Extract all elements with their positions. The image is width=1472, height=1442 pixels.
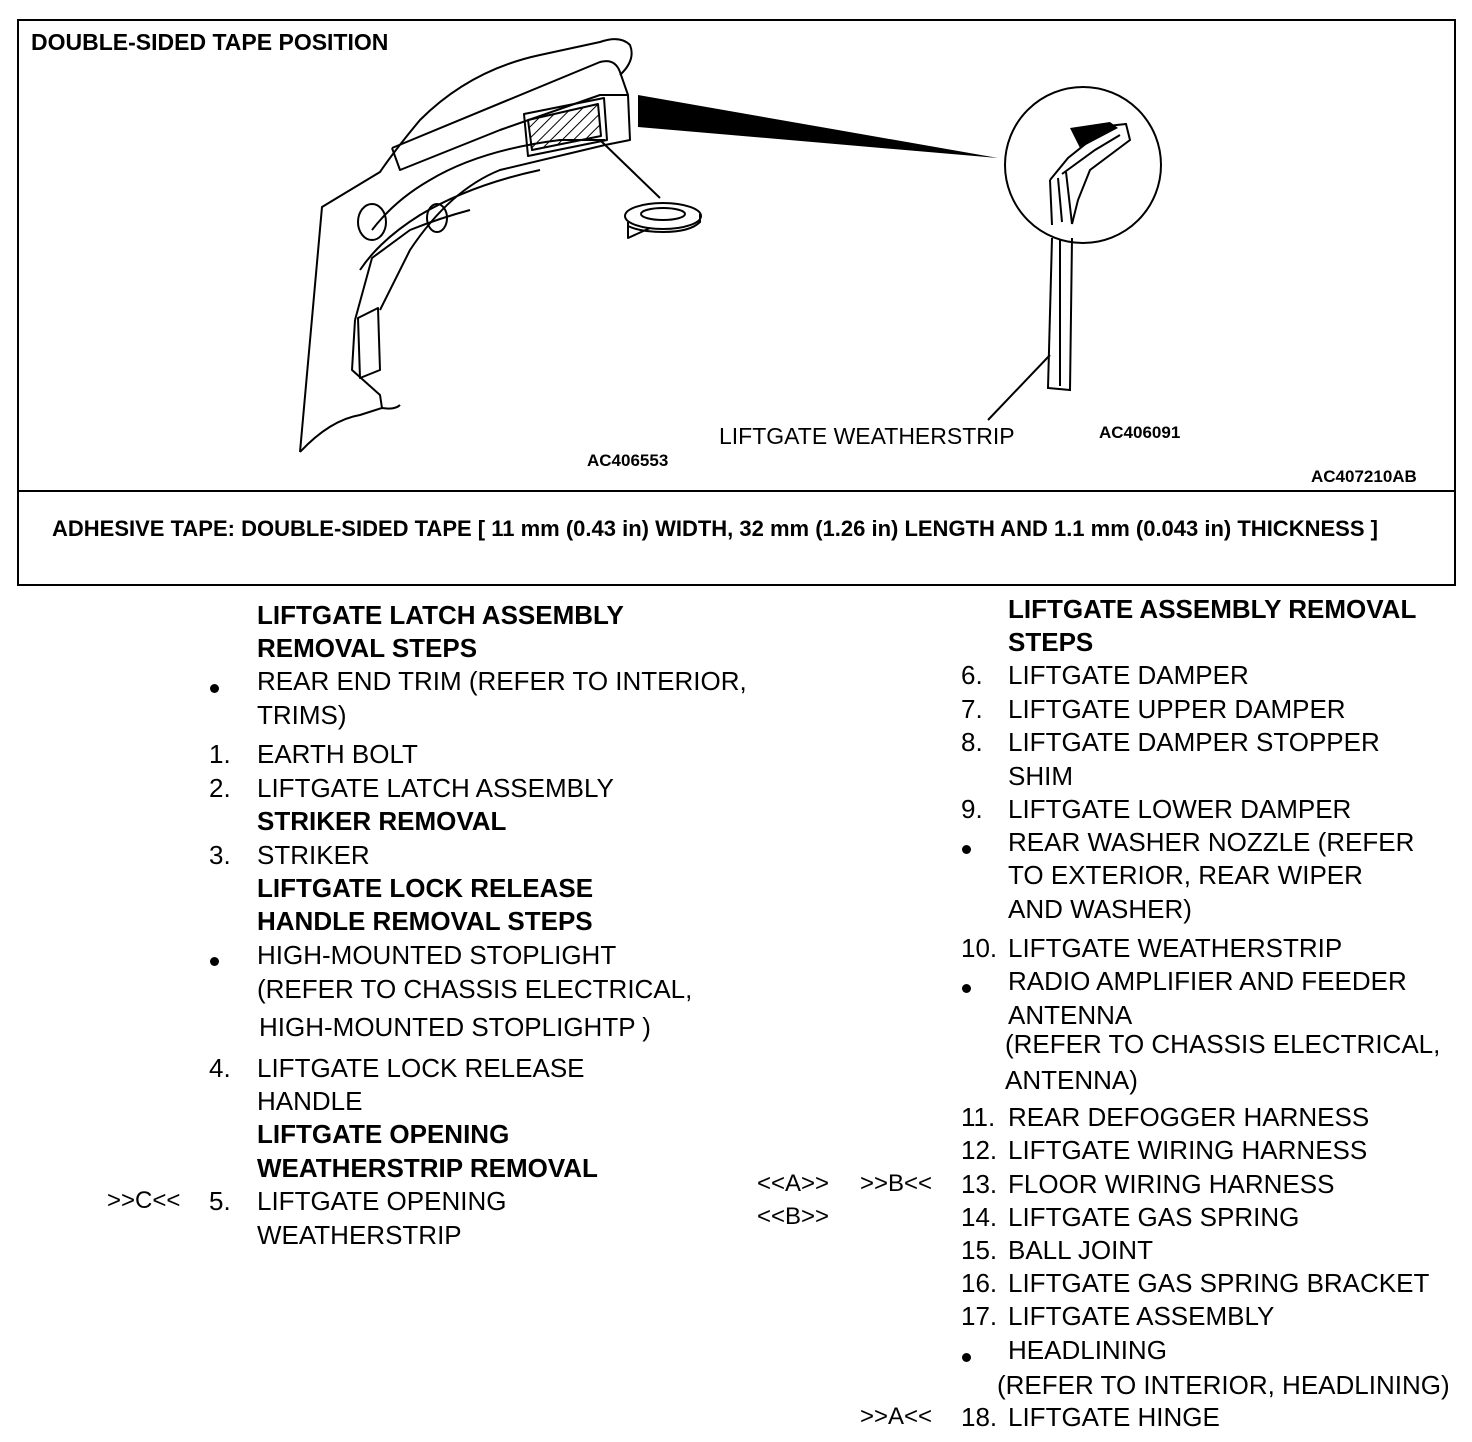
item-stopper-shim-line1: LIFTGATE DAMPER STOPPER [1008, 727, 1380, 757]
code-figure: AC407210AB [1311, 467, 1417, 486]
radio-amplifier-line4: ANTENNA) [1005, 1065, 1138, 1095]
code-left: AC406553 [587, 451, 669, 470]
item-opening-weatherstrip-line2: WEATHERSTRIP [257, 1220, 462, 1250]
heading-opening-line1: LIFTGATE OPENING [257, 1119, 510, 1149]
item-7-num: 7. [961, 694, 983, 724]
item-18-num: 18. [961, 1402, 998, 1432]
item-ball-joint: BALL JOINT [1008, 1235, 1153, 1265]
figure-frame [17, 19, 1456, 586]
item-9-num: 9. [961, 794, 983, 824]
stoplight-line3: HIGH-MOUNTED STOPLIGHTP ) [259, 1012, 651, 1042]
bullet-dot [962, 845, 971, 854]
item-4-num: 4. [209, 1053, 231, 1083]
stoplight-line1: HIGH-MOUNTED STOPLIGHT [257, 940, 617, 970]
headlining-line1: HEADLINING [1008, 1335, 1167, 1365]
item-liftgate-weatherstrip: LIFTGATE WEATHERSTRIP [1008, 933, 1343, 963]
heading-assembly-line1: LIFTGATE ASSEMBLY REMOVAL [1008, 594, 1417, 624]
item-17-num: 17. [961, 1301, 998, 1331]
item-lock-release-line2: HANDLE [257, 1086, 363, 1116]
stoplight-line2: (REFER TO CHASSIS ELECTRICAL, [257, 974, 693, 1004]
item-2-num: 2. [209, 773, 231, 803]
item-earth-bolt: EARTH BOLT [257, 739, 418, 769]
item-5-num: 5. [209, 1186, 231, 1216]
item-defogger-harness: REAR DEFOGGER HARNESS [1008, 1102, 1370, 1132]
radio-amplifier-line3: (REFER TO CHASSIS ELECTRICAL, [1005, 1029, 1441, 1059]
radio-amplifier-line2: ANTENNA [1008, 1000, 1133, 1030]
bullet-dot [210, 957, 219, 966]
washer-nozzle-line2: TO EXTERIOR, REAR WIPER [1008, 860, 1363, 890]
item-16-num: 16. [961, 1268, 998, 1298]
item-gas-spring-bracket: LIFTGATE GAS SPRING BRACKET [1008, 1268, 1430, 1298]
heading-latch-line1: LIFTGATE LATCH ASSEMBLY [257, 600, 624, 630]
callout-liftgate-weatherstrip: LIFTGATE WEATHERSTRIP [719, 423, 1015, 449]
liftgate-illustration [299, 38, 1162, 453]
item-6-num: 6. [961, 660, 983, 690]
figure-divider [17, 490, 1456, 492]
heading-lock-line1: LIFTGATE LOCK RELEASE [257, 873, 594, 903]
marker-b-install: <<B>> [757, 1203, 830, 1230]
item-lock-release-line1: LIFTGATE LOCK RELEASE [257, 1053, 585, 1083]
heading-assembly-line2: STEPS [1008, 627, 1094, 657]
item-10-num: 10. [961, 933, 998, 963]
marker-a-install: <<A>> [757, 1170, 830, 1197]
marker-b-remove: >>B<< [860, 1170, 933, 1197]
bullet-dot [962, 1353, 971, 1362]
item-stopper-shim-line2: SHIM [1008, 761, 1073, 791]
adhesive-tape-note: ADHESIVE TAPE: DOUBLE-SIDED TAPE [ 11 mm… [52, 516, 1378, 541]
item-wiring-harness: LIFTGATE WIRING HARNESS [1008, 1135, 1368, 1165]
heading-opening-line2: WEATHERSTRIP REMOVAL [257, 1153, 598, 1183]
item-1-num: 1. [209, 739, 231, 769]
item-striker: STRIKER [257, 840, 370, 870]
washer-nozzle-line1: REAR WASHER NOZZLE (REFER [1008, 827, 1415, 857]
rear-end-trim-line1: REAR END TRIM (REFER TO INTERIOR, [257, 666, 747, 696]
marker-c: >>C<< [107, 1187, 181, 1214]
item-liftgate-assembly: LIFTGATE ASSEMBLY [1008, 1301, 1275, 1331]
item-lower-damper: LIFTGATE LOWER DAMPER [1008, 794, 1352, 824]
radio-amplifier-line1: RADIO AMPLIFIER AND FEEDER [1008, 966, 1407, 996]
item-13-num: 13. [961, 1169, 998, 1199]
item-15-num: 15. [961, 1235, 998, 1265]
washer-nozzle-line3: AND WASHER) [1008, 894, 1192, 924]
headlining-line2: (REFER TO INTERIOR, HEADLINING) [997, 1370, 1450, 1400]
item-14-num: 14. [961, 1202, 998, 1232]
heading-striker-removal: STRIKER REMOVAL [257, 806, 507, 836]
heading-lock-line2: HANDLE REMOVAL STEPS [257, 906, 593, 936]
code-right: AC406091 [1099, 423, 1181, 442]
bullet-dot [962, 984, 971, 993]
heading-latch-line2: REMOVAL STEPS [257, 633, 478, 663]
item-upper-damper: LIFTGATE UPPER DAMPER [1008, 694, 1346, 724]
figure-title: DOUBLE-SIDED TAPE POSITION [31, 29, 389, 55]
bullet-dot [210, 684, 219, 693]
item-12-num: 12. [961, 1135, 998, 1165]
rear-end-trim-line2: TRIMS) [257, 700, 347, 730]
item-liftgate-latch-assembly: LIFTGATE LATCH ASSEMBLY [257, 773, 614, 803]
item-gas-spring: LIFTGATE GAS SPRING [1008, 1202, 1300, 1232]
item-liftgate-damper: LIFTGATE DAMPER [1008, 660, 1249, 690]
marker-a-remove: >>A<< [860, 1403, 933, 1430]
item-liftgate-hinge: LIFTGATE HINGE [1008, 1402, 1220, 1432]
item-8-num: 8. [961, 727, 983, 757]
item-floor-wiring-harness: FLOOR WIRING HARNESS [1008, 1169, 1335, 1199]
item-3-num: 3. [209, 840, 231, 870]
item-opening-weatherstrip-line1: LIFTGATE OPENING [257, 1186, 507, 1216]
item-11-num: 11. [961, 1102, 996, 1132]
